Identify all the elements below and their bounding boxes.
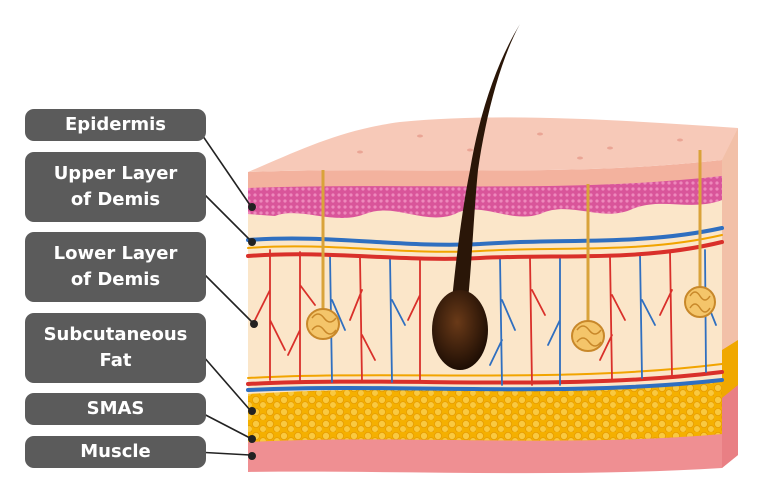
label-lower-dermis: Lower Layer of Demis	[25, 232, 206, 302]
label-upper-dermis: Upper Layer of Demis	[25, 152, 206, 222]
epidermis-top-surface	[248, 117, 738, 172]
block-right-side	[722, 128, 738, 468]
skin-pores	[357, 132, 683, 160]
label-subcutaneous-fat: Subcutaneous Fat	[25, 313, 206, 383]
lower-blood-vessels	[246, 363, 724, 392]
connector-endpoints	[248, 203, 258, 460]
epidermis-front	[248, 160, 722, 188]
fat-cells	[248, 378, 722, 442]
label-smas: SMAS	[25, 393, 206, 425]
sweat-glands	[306, 150, 716, 352]
hair-follicle	[432, 24, 520, 370]
label-muscle: Muscle	[25, 436, 206, 468]
dermis-layer	[248, 192, 722, 394]
label-epidermis: Epidermis	[25, 109, 206, 141]
muscle-layer	[248, 432, 722, 474]
